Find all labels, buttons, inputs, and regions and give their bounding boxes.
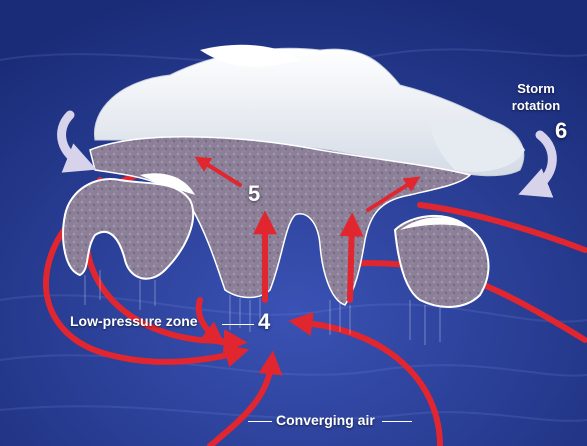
- low-pressure-zone-label: Low-pressure zone: [70, 313, 198, 329]
- step-number-4: 4: [258, 309, 270, 335]
- step-number-6: 6: [555, 118, 567, 144]
- storm-rotation-label: Storm rotation: [500, 80, 572, 114]
- converging-air-leader-right: [382, 421, 412, 422]
- converging-air-leader-left: [248, 421, 272, 422]
- step-number-5: 5: [248, 181, 260, 207]
- converging-air-label: Converging air: [276, 412, 375, 428]
- low-pressure-zone-leader: [222, 324, 254, 325]
